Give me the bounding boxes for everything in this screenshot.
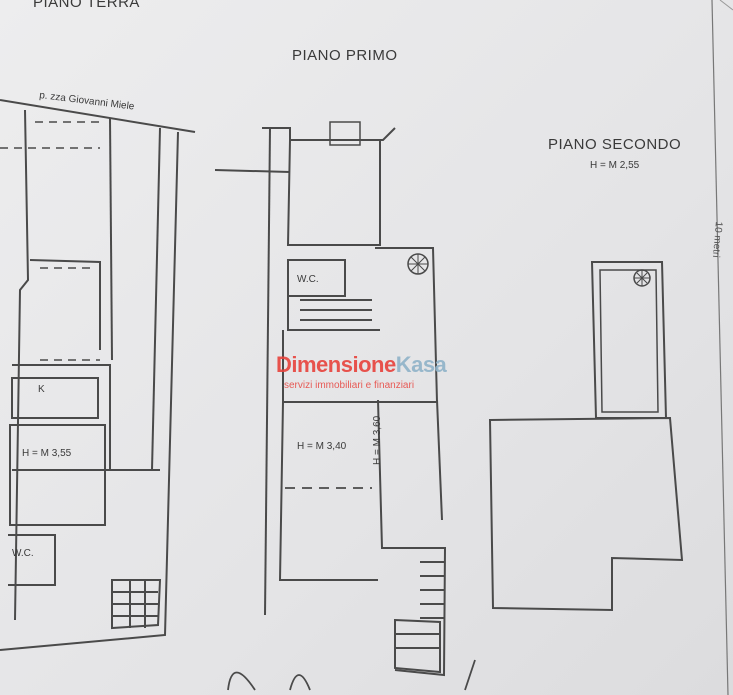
second-floor-height: H = M 2,55 [590, 160, 640, 171]
ground-floor-height: H = M 3,55 [22, 448, 72, 459]
first-floor-height: H = M 3,40 [297, 441, 347, 452]
watermark-logo: DimensioneKasa [276, 352, 447, 377]
first-wc-label: W.C. [297, 274, 319, 285]
kitchen-label: K [38, 384, 45, 395]
first-floor-title: PIANO PRIMO [292, 47, 398, 64]
ground-wc-label: W.C. [12, 548, 34, 559]
ground-floor-title: PIANO TERRA [33, 0, 140, 11]
first-floor-plan [214, 127, 447, 677]
watermark-subtitle: servizi immobiliari e finanziari [284, 380, 415, 391]
first-floor-side-height: H = M 3,60 [372, 415, 383, 465]
second-floor-title: PIANO SECONDO [548, 136, 682, 153]
ground-floor-plan [0, 99, 196, 651]
second-floor-plan [488, 261, 684, 612]
